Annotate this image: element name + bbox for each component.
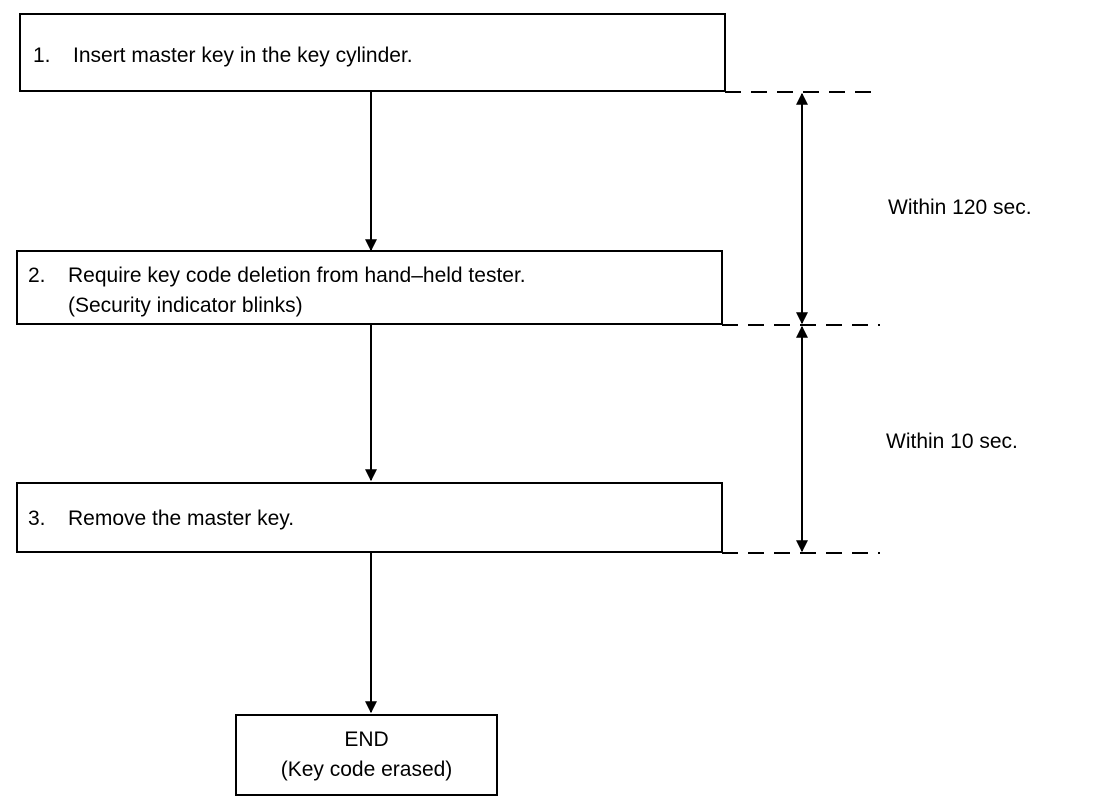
step-3-text: Remove the master key. xyxy=(68,507,295,530)
step-2-number: 2. xyxy=(28,264,46,287)
step-1-box: 1. Insert master key in the key cylinder… xyxy=(19,13,726,92)
end-subtitle: (Key code erased) xyxy=(280,758,453,781)
step-1-text: Insert master key in the key cylinder. xyxy=(73,44,413,67)
step-2-text: Require key code deletion from hand–held… xyxy=(68,264,526,287)
step-3-number: 3. xyxy=(28,507,46,530)
step-3-box: 3. Remove the master key. xyxy=(16,482,723,553)
step-2-subtext: (Security indicator blinks) xyxy=(68,294,303,317)
step-2-text-group: Require key code deletion from hand–held… xyxy=(68,261,526,321)
end-box: END (Key code erased) xyxy=(235,714,498,796)
timing-label-120-sec: Within 120 sec. xyxy=(888,196,1032,219)
step-2-box: 2. Require key code deletion from hand–h… xyxy=(16,250,723,325)
end-title: END xyxy=(344,728,389,751)
step-1-number: 1. xyxy=(33,44,51,67)
timing-label-10-sec: Within 10 sec. xyxy=(886,430,1018,453)
